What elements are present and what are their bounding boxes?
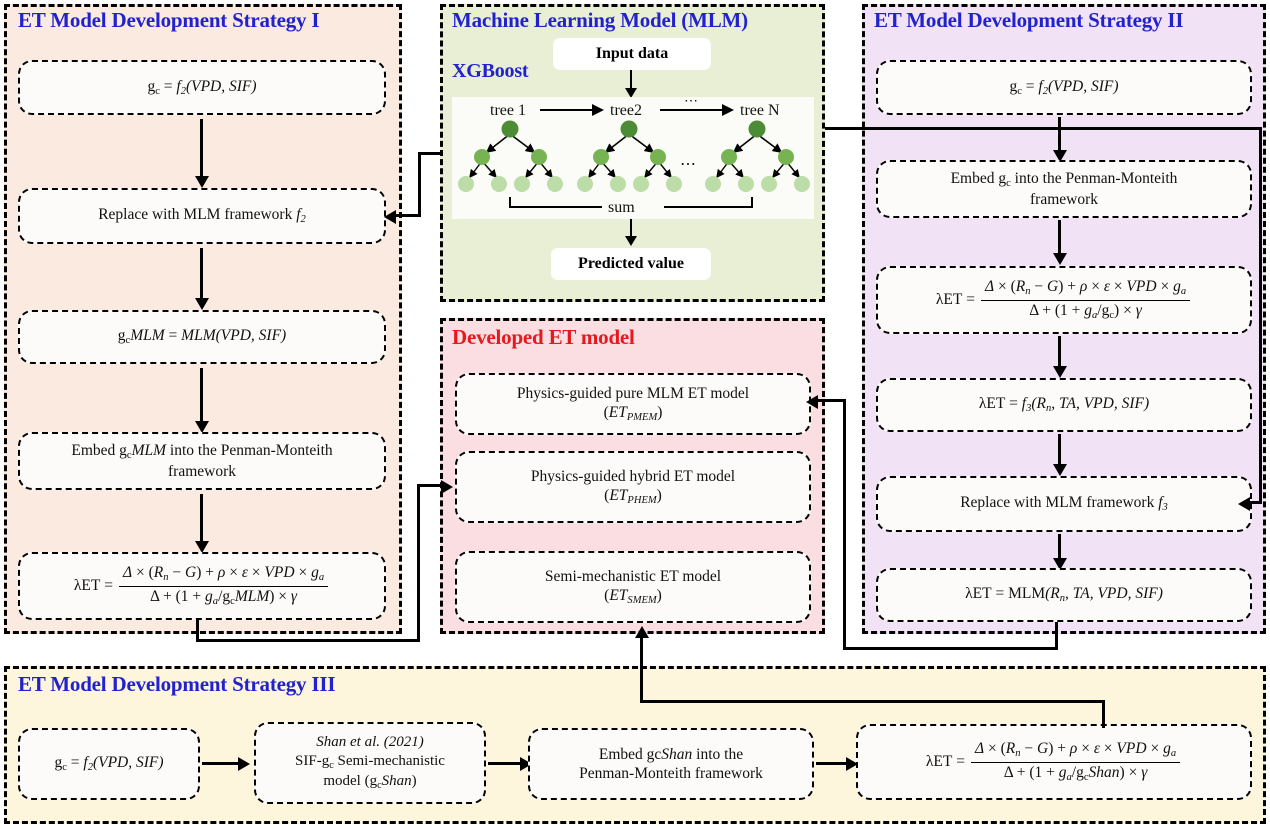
s1-arrow-2-head <box>194 298 209 310</box>
s2-lambda-et-f3: λET = f3(Rn, TA, VPD, SIF) <box>876 378 1252 432</box>
s2-arrow-2-head <box>1052 253 1067 265</box>
s2-embed-gc: Embed gc into the Penman-Monteith framew… <box>876 160 1252 218</box>
s1-arrow-3-line <box>200 368 203 426</box>
svg-text:tree 1: tree 1 <box>490 102 526 119</box>
s1-gcmlm-equation: gcMLM = MLM(VPD, SIF) <box>18 310 386 364</box>
conn-s1-to-phem-up <box>417 484 420 642</box>
s3-arrow-3-line <box>816 762 848 765</box>
s2-arrow-3-head <box>1052 366 1067 378</box>
conn-mlm-to-s2-vert <box>1259 127 1262 503</box>
conn-mlm-to-s2-head <box>1238 496 1250 511</box>
conn-s2-to-pmem-in <box>818 399 846 402</box>
panel-strategy-3-title: ET Model Development Strategy III <box>18 672 336 696</box>
s3-arrow-2-line <box>488 762 522 765</box>
conn-mlm-to-s2-seg <box>1246 501 1262 504</box>
dev-pmem-model: Physics-guided pure MLM ET model (ETPMEM… <box>455 373 811 435</box>
conn-s3-to-smem-vert-right <box>1102 700 1105 728</box>
xgboost-tree-graphic: tree 1 tree2 tree N ⋯ ⋯ <box>458 94 810 216</box>
mlm-arrow-input-head <box>625 88 637 98</box>
mlm-input-data: Input data <box>553 38 711 70</box>
conn-mlm-to-s1-top <box>418 152 440 155</box>
s3-shan-model: Shan et al. (2021) SIF-gc Semi-mechanist… <box>254 722 486 804</box>
s2-lambda-et-gc: λET = Δ × (Rn − G) + ρ × ε × VPD × ga Δ … <box>876 266 1252 334</box>
s2-replace-mlm-f3: Replace with MLM framework f3 <box>876 476 1252 532</box>
dev-smem-model: Semi-mechanistic ET model (ETSMEM) <box>455 551 811 623</box>
conn-mlm-to-s1-bottom <box>396 214 421 217</box>
s2-arrow-3-line <box>1058 336 1061 372</box>
s1-gc-equation: gc = f2(VPD, SIF) <box>18 60 386 115</box>
s1-arrow-2-line <box>200 248 203 303</box>
conn-s3-to-smem-head <box>634 626 649 638</box>
conn-s3-to-smem-up <box>640 638 643 702</box>
s3-lambda-et-gcshan: λET = Δ × (Rn − G) + ρ × ε × VPD × ga Δ … <box>856 724 1252 800</box>
s3-arrow-1-line <box>202 762 240 765</box>
conn-s2-to-pmem-bottom <box>843 647 1058 650</box>
mlm-arrow-output-line <box>630 219 633 241</box>
s2-arrow-5-line <box>1058 534 1061 564</box>
mlm-arrow-output-head <box>625 236 637 246</box>
conn-s2-to-pmem-up <box>843 399 846 650</box>
conn-s2-to-pmem-vert <box>1055 622 1058 650</box>
s2-arrow-2-line <box>1058 220 1061 260</box>
conn-s1-to-phem-head <box>441 479 453 494</box>
s3-gc-equation: gc = f2(VPD, SIF) <box>18 728 200 800</box>
conn-mlm-to-s1-head <box>384 209 396 224</box>
conn-s2-to-pmem-head <box>806 394 818 409</box>
s1-embed-gcmlm: Embed gcMLM into the Penman-Monteith fra… <box>18 432 386 490</box>
s1-arrow-3-head <box>194 421 209 433</box>
conn-s1-to-phem-in <box>417 484 443 487</box>
s3-arrow-3-head <box>846 757 858 771</box>
svg-text:tree N: tree N <box>740 102 780 119</box>
s2-arrow-4-head <box>1052 464 1067 476</box>
s1-arrow-4-head <box>194 541 209 553</box>
mlm-arrow-input-line <box>630 70 633 94</box>
s2-arrow-1-head <box>1052 150 1067 162</box>
panel-strategy-1-title: ET Model Development Strategy I <box>18 8 320 32</box>
panel-developed-title: Developed ET model <box>452 325 635 349</box>
s2-gc-equation: gc = f2(VPD, SIF) <box>876 60 1252 115</box>
s2-lambda-et-mlm: λET = MLM(Rn, TA, VPD, SIF) <box>876 568 1252 622</box>
s3-arrow-1-head <box>238 757 250 771</box>
s2-arrow-4-line <box>1058 434 1061 470</box>
s1-arrow-4-line <box>200 494 203 546</box>
svg-text:⋯: ⋯ <box>684 94 698 109</box>
mlm-predicted-value: Predicted value <box>551 248 711 280</box>
s1-replace-mlm-f2: Replace with MLM framework f2 <box>18 188 386 244</box>
panel-mlm-subtitle: XGBoost <box>452 60 529 82</box>
s3-embed-gcshan: Embed gcShan into the Penman-Monteith fr… <box>528 728 814 800</box>
conn-s1-to-phem-vert <box>196 620 199 642</box>
dev-phem-model: Physics-guided hybrid ET model (ETPHEM) <box>455 451 811 523</box>
conn-s1-to-phem-bottom <box>196 639 420 642</box>
panel-strategy-2-title: ET Model Development Strategy II <box>874 8 1184 32</box>
s2-arrow-1-line <box>1058 117 1061 157</box>
s1-lambda-et-gcmlm: λET = Δ × (Rn − G) + ρ × ε × VPD × ga Δ … <box>18 552 386 620</box>
conn-mlm-to-s2-top <box>825 127 1262 130</box>
s1-arrow-1-line <box>200 119 203 181</box>
svg-text:tree2: tree2 <box>610 102 642 119</box>
conn-s3-to-smem-horiz <box>640 700 1105 703</box>
svg-text:sum: sum <box>608 199 635 216</box>
panel-mlm-title: Machine Learning Model (MLM) <box>452 8 748 32</box>
s2-arrow-5-head <box>1052 558 1067 570</box>
conn-mlm-to-s1-vert <box>418 152 421 216</box>
svg-text:⋯: ⋯ <box>680 156 696 173</box>
s1-arrow-1-head <box>194 176 209 188</box>
